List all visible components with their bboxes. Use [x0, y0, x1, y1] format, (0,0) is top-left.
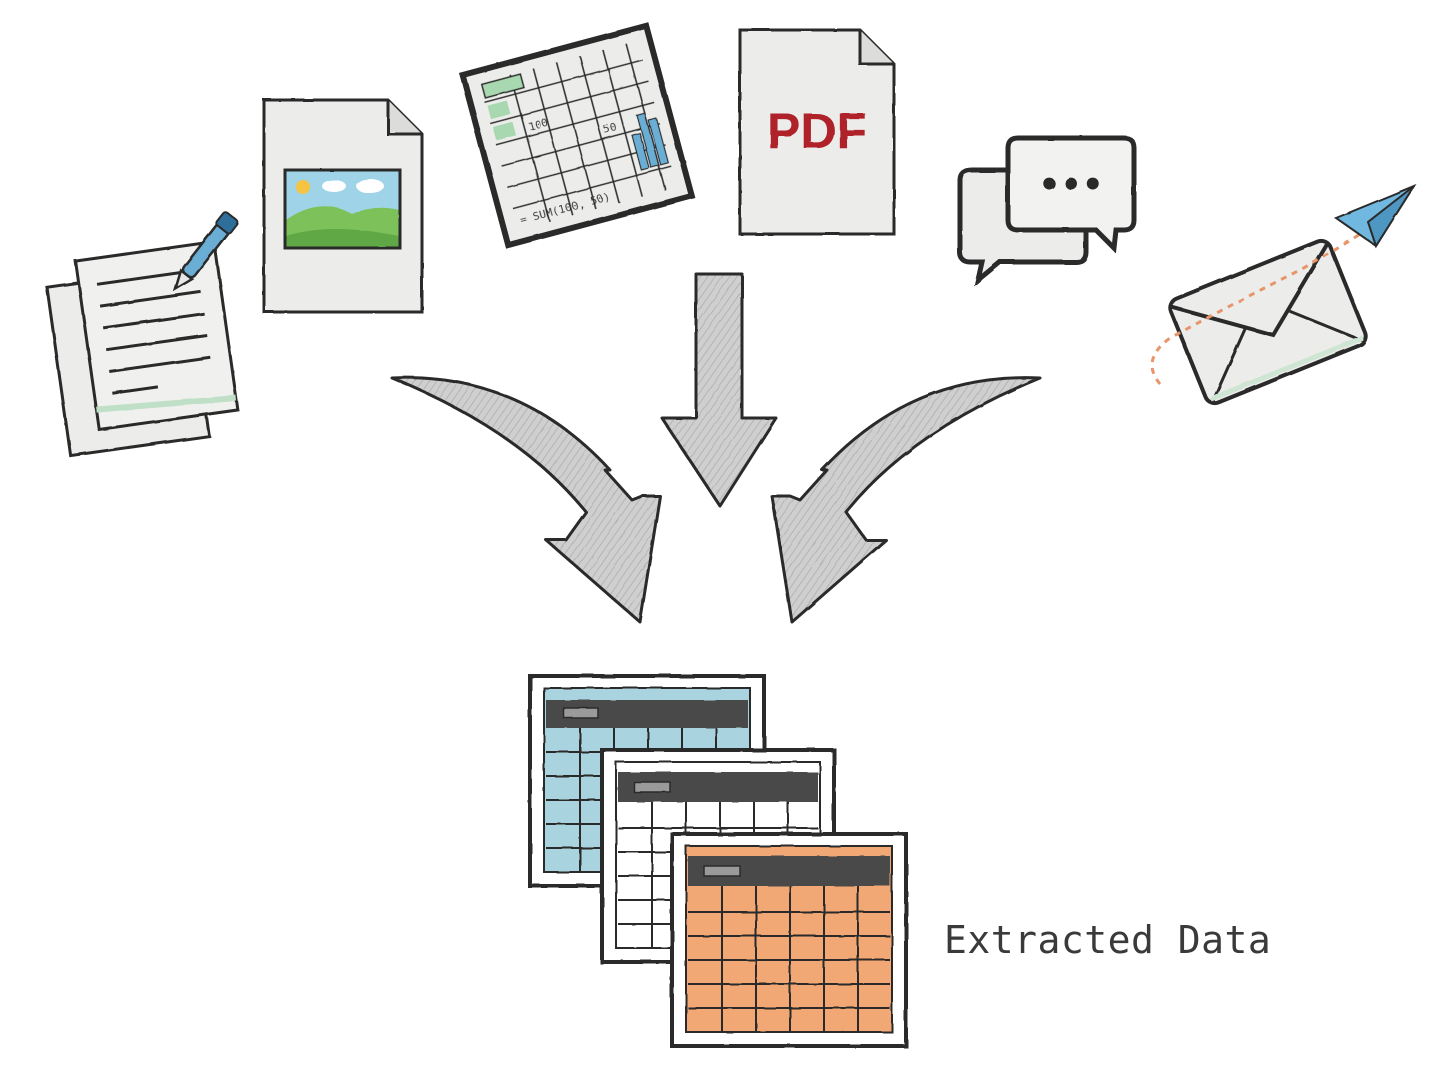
landscape-picture-icon — [283, 168, 402, 250]
flight-path — [1150, 224, 1373, 385]
pen-icon — [173, 211, 239, 292]
table-orange — [670, 832, 908, 1048]
cell-value-100: 100 — [527, 116, 550, 134]
extracted-data-caption: Extracted Data — [944, 918, 1272, 962]
arrow-down-straight — [660, 272, 778, 508]
spreadsheet-chart-icon — [631, 112, 670, 171]
pdf-document-icon: PDF — [738, 28, 896, 236]
chat-bubbles-icon: ••• — [957, 135, 1137, 287]
arrow-left-curved — [390, 376, 662, 624]
cell-value-50: 50 — [602, 120, 618, 136]
paper-plane-icon — [1333, 183, 1417, 249]
email-icon — [1150, 183, 1417, 406]
written-document-icon — [45, 211, 240, 458]
typing-dots: ••• — [1038, 165, 1103, 205]
pdf-label: PDF — [767, 103, 867, 159]
arrow-right-curved — [770, 376, 1042, 624]
spreadsheet-icon: 100 50 = SUM(100, 50) — [458, 22, 696, 249]
image-document-icon — [262, 98, 424, 314]
